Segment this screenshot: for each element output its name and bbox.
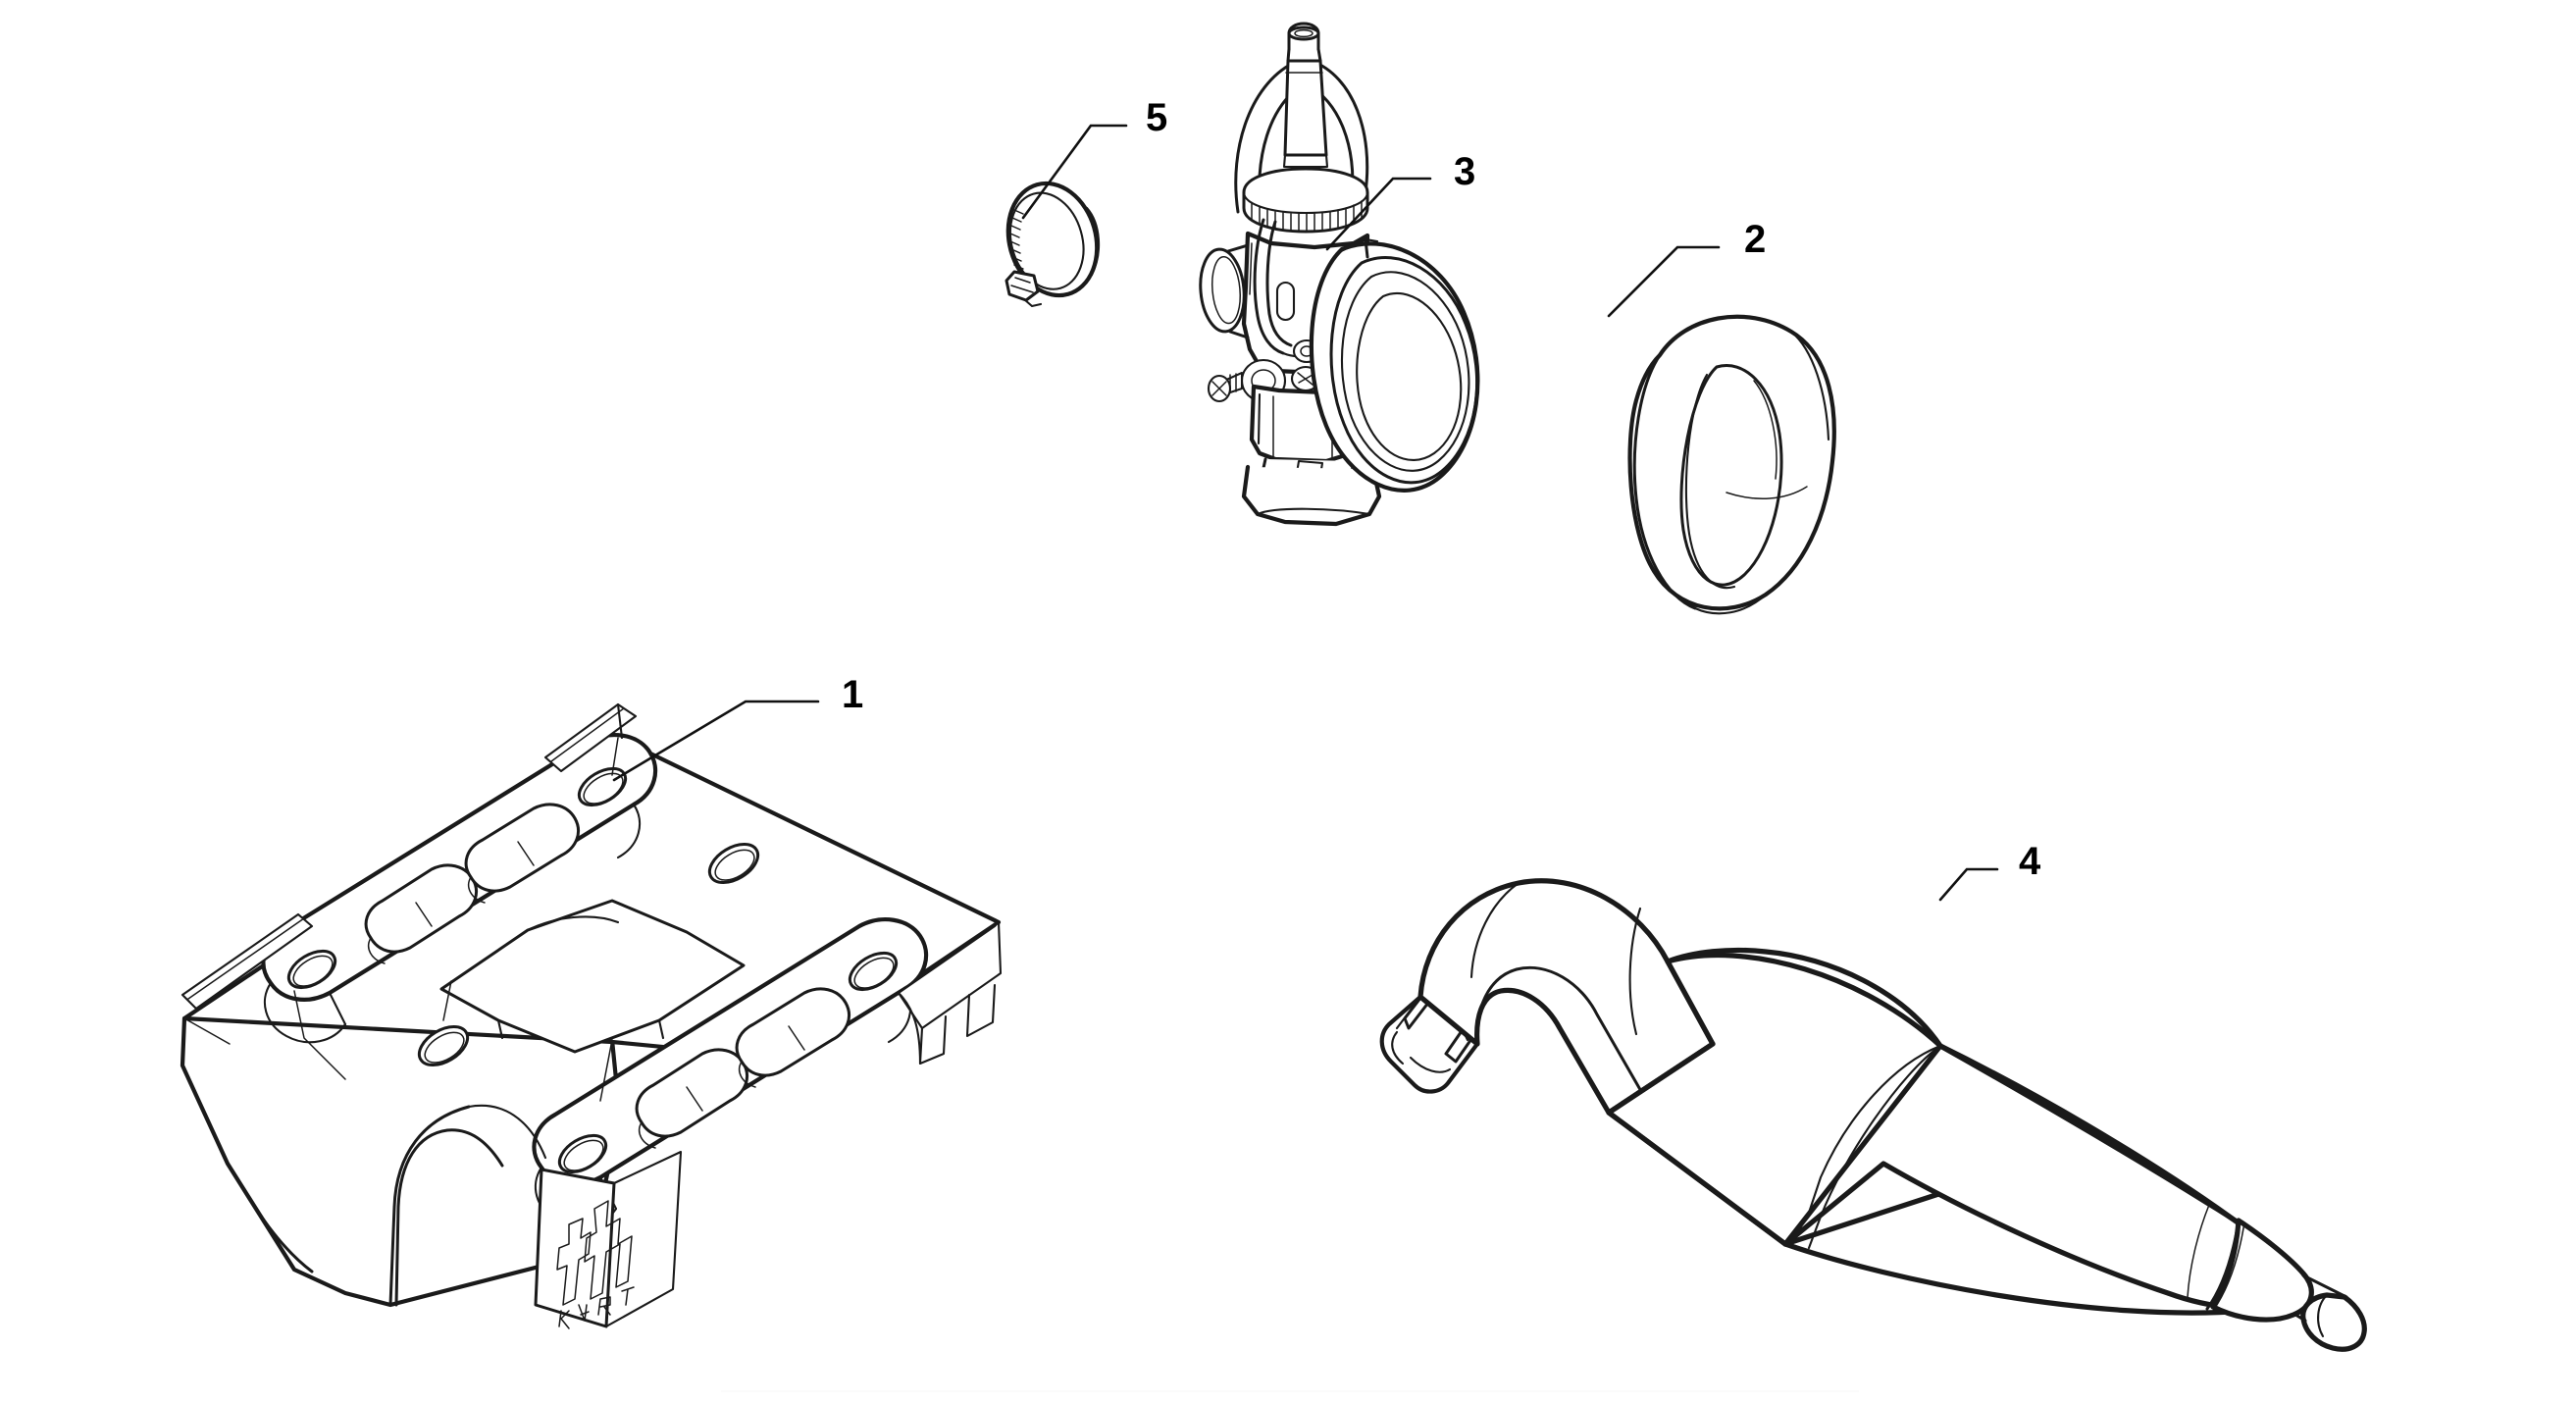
- carb-bell-mouth: [1309, 237, 1480, 493]
- tm-logo-icon: [556, 1200, 633, 1306]
- callout-number-4: 4: [2019, 840, 2041, 883]
- part-engine-mount: [180, 702, 1003, 1329]
- leader-line-4: [1938, 867, 1999, 902]
- part-intake-manifold-ring: [1627, 314, 1836, 615]
- callout-number-1: 1: [842, 673, 864, 716]
- part-exhaust-pipe: [1379, 878, 2367, 1352]
- leader-line-1: [612, 700, 820, 782]
- leader-line-2: [1607, 245, 1721, 318]
- mount-logo-face: [534, 1150, 683, 1329]
- callout-number-3: 3: [1454, 150, 1476, 193]
- leader-line-3: [1325, 177, 1432, 251]
- mount-logo-kart-text: [558, 1286, 635, 1329]
- callout-number-2: 2: [1744, 218, 1767, 261]
- callout-leader-lines: [612, 124, 1999, 902]
- part-hose-clamp: [1005, 181, 1101, 308]
- mount-rail-lower: [532, 917, 929, 1228]
- page-scan-artifact: [721, 1390, 1859, 1392]
- callout-number-5: 5: [1146, 96, 1168, 139]
- leader-line-5: [1021, 124, 1128, 220]
- part-carburettor: [1199, 22, 1480, 527]
